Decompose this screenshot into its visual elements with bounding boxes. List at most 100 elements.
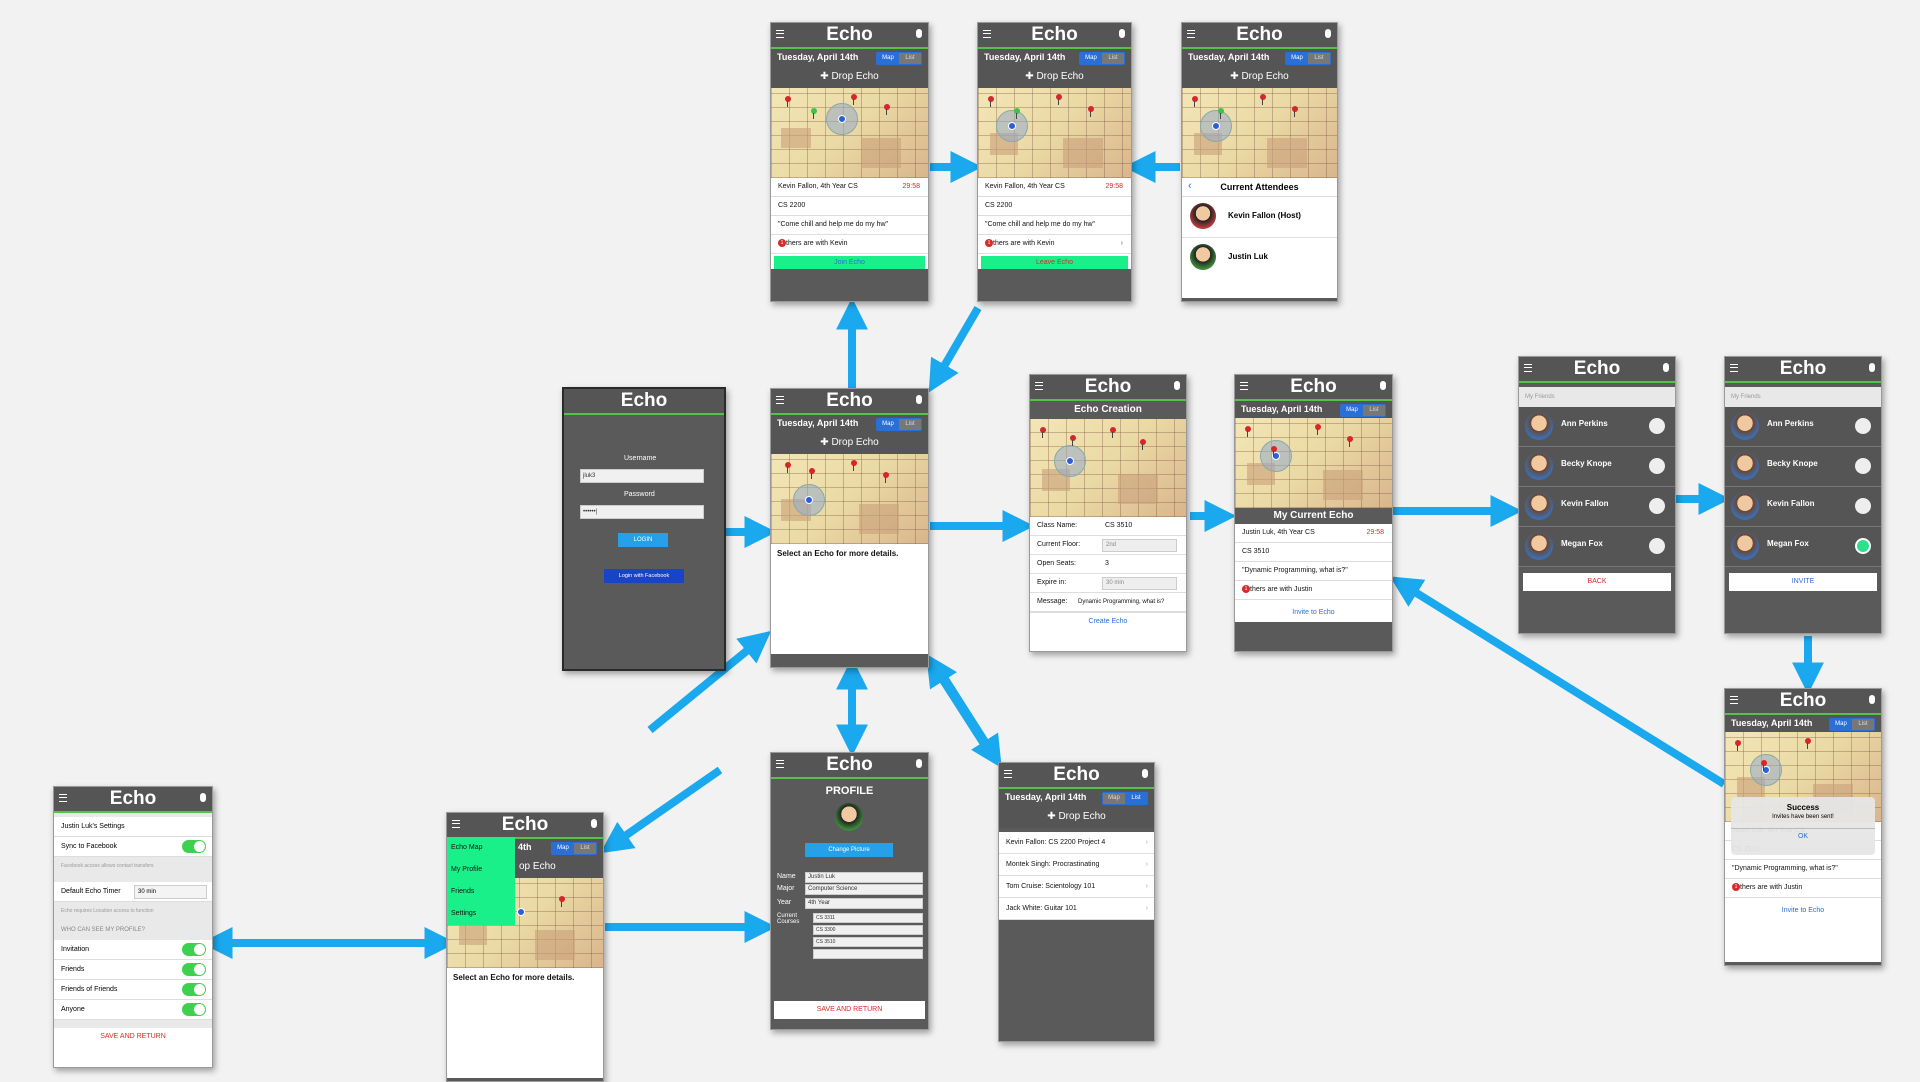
- select-toggle[interactable]: [1649, 538, 1665, 554]
- option-row[interactable]: Invitation: [54, 940, 212, 960]
- list-item[interactable]: Tom Cruise: Scientology 101: [999, 876, 1154, 898]
- course-field[interactable]: CS 3300: [813, 925, 923, 935]
- facebook-login-button[interactable]: Login with Facebook: [604, 569, 684, 583]
- friend-row[interactable]: Kevin Fallon: [1519, 487, 1675, 527]
- seg-map[interactable]: Map: [1830, 719, 1852, 730]
- seg-list[interactable]: List: [574, 843, 596, 854]
- select-toggle[interactable]: [1855, 418, 1871, 434]
- menu-icon[interactable]: [1035, 382, 1043, 390]
- attendee-row[interactable]: Justin Luk: [1182, 238, 1337, 278]
- friend-row[interactable]: Megan Fox: [1725, 527, 1881, 567]
- option-toggle[interactable]: [182, 963, 206, 976]
- chevron-right-icon[interactable]: ›: [1120, 240, 1123, 247]
- create-echo-button[interactable]: Create Echo: [1030, 612, 1186, 631]
- seg-map[interactable]: Map: [1103, 793, 1125, 804]
- menu-icon[interactable]: [1004, 770, 1012, 778]
- seg-map[interactable]: Map: [877, 53, 899, 64]
- mic-icon[interactable]: [1663, 363, 1669, 372]
- option-row[interactable]: Friends of Friends: [54, 980, 212, 1000]
- seg-list[interactable]: List: [1102, 53, 1124, 64]
- floor-map[interactable]: [1235, 418, 1392, 508]
- save-return-button[interactable]: SAVE AND RETURN: [774, 1001, 925, 1019]
- field-value[interactable]: 3: [1105, 560, 1109, 567]
- menu-item-settings[interactable]: Settings: [451, 910, 477, 917]
- field-row-message[interactable]: Message:Dynamic Programming, what is?: [1030, 593, 1186, 612]
- mic-icon[interactable]: [1119, 29, 1125, 38]
- mic-icon[interactable]: [916, 395, 922, 404]
- floor-map[interactable]: [978, 88, 1131, 178]
- leave-echo-button[interactable]: Leave Echo: [981, 256, 1128, 269]
- expire-select[interactable]: 30 min: [1102, 577, 1177, 590]
- select-toggle[interactable]: [1855, 458, 1871, 474]
- username-field[interactable]: jluk3: [580, 469, 704, 483]
- invite-button[interactable]: INVITE: [1729, 573, 1877, 591]
- seg-list[interactable]: List: [1125, 793, 1147, 804]
- floor-map[interactable]: [771, 88, 928, 178]
- option-toggle[interactable]: [182, 943, 206, 956]
- friend-row[interactable]: Ann Perkins: [1519, 407, 1675, 447]
- sync-facebook-row[interactable]: Sync to Facebook: [54, 837, 212, 857]
- back-icon[interactable]: ‹: [1188, 180, 1192, 192]
- field-row-expire[interactable]: Expire in:30 min: [1030, 574, 1186, 593]
- select-toggle[interactable]: [1855, 498, 1871, 514]
- seg-list[interactable]: List: [1852, 719, 1874, 730]
- mic-icon[interactable]: [1380, 381, 1386, 390]
- friend-row[interactable]: Megan Fox: [1519, 527, 1675, 567]
- friend-row[interactable]: Ann Perkins: [1725, 407, 1881, 447]
- login-button[interactable]: LOGIN: [618, 533, 668, 547]
- floor-map[interactable]: [1030, 419, 1186, 517]
- avatar[interactable]: [835, 803, 863, 831]
- join-echo-button[interactable]: Join Echo: [774, 256, 925, 269]
- field-row-class[interactable]: Class Name:CS 3510: [1030, 517, 1186, 536]
- seg-map[interactable]: Map: [1080, 53, 1102, 64]
- course-field[interactable]: CS 3311: [813, 913, 923, 923]
- floor-map[interactable]: [1182, 88, 1337, 178]
- field-row-floor[interactable]: Current Floor:2nd: [1030, 536, 1186, 555]
- seg-list[interactable]: List: [899, 419, 921, 430]
- select-toggle-on[interactable]: [1855, 538, 1871, 554]
- invite-to-echo-button[interactable]: Invite to Echo: [1235, 604, 1392, 622]
- change-picture-button[interactable]: Change Picture: [805, 843, 893, 857]
- menu-item-echo-map[interactable]: Echo Map: [451, 844, 483, 851]
- field-value[interactable]: CS 3510: [1105, 522, 1133, 529]
- option-toggle[interactable]: [182, 1003, 206, 1016]
- seg-list[interactable]: List: [1363, 405, 1385, 416]
- seg-list[interactable]: List: [899, 53, 921, 64]
- seg-list[interactable]: List: [1308, 53, 1330, 64]
- menu-icon[interactable]: [452, 820, 460, 828]
- friend-row[interactable]: Kevin Fallon: [1725, 487, 1881, 527]
- mic-icon[interactable]: [1174, 381, 1180, 390]
- menu-icon[interactable]: [1730, 696, 1738, 704]
- drop-echo-button[interactable]: ✚ Drop Echo: [978, 66, 1131, 88]
- friend-row[interactable]: Becky Knope: [1725, 447, 1881, 487]
- menu-item-my-profile[interactable]: My Profile: [451, 866, 483, 873]
- drop-echo-button[interactable]: ✚ Drop Echo: [771, 432, 928, 454]
- mic-icon[interactable]: [200, 793, 206, 802]
- mic-icon[interactable]: [1142, 769, 1148, 778]
- password-field[interactable]: ••••••|: [580, 505, 704, 519]
- list-item[interactable]: Kevin Fallon: CS 2200 Project 4: [999, 832, 1154, 854]
- mic-icon[interactable]: [916, 759, 922, 768]
- menu-icon[interactable]: [776, 30, 784, 38]
- list-item[interactable]: Jack White: Guitar 101: [999, 898, 1154, 920]
- menu-icon[interactable]: [1524, 364, 1532, 372]
- select-toggle[interactable]: [1649, 458, 1665, 474]
- attendee-row[interactable]: Kevin Fallon (Host): [1182, 197, 1337, 238]
- list-item[interactable]: Montek Singh: Procrastinating: [999, 854, 1154, 876]
- seg-map[interactable]: Map: [877, 419, 899, 430]
- save-return-button[interactable]: SAVE AND RETURN: [54, 1028, 212, 1046]
- seg-map[interactable]: Map: [1341, 405, 1363, 416]
- drop-echo-button[interactable]: ✚ Drop Echo: [771, 66, 928, 88]
- name-field[interactable]: Justin Luk: [805, 872, 923, 883]
- mic-icon[interactable]: [1325, 29, 1331, 38]
- option-row[interactable]: Anyone: [54, 1000, 212, 1020]
- menu-icon[interactable]: [776, 396, 784, 404]
- floor-map[interactable]: [771, 454, 928, 544]
- mic-icon[interactable]: [916, 29, 922, 38]
- course-field[interactable]: CS 3510: [813, 937, 923, 947]
